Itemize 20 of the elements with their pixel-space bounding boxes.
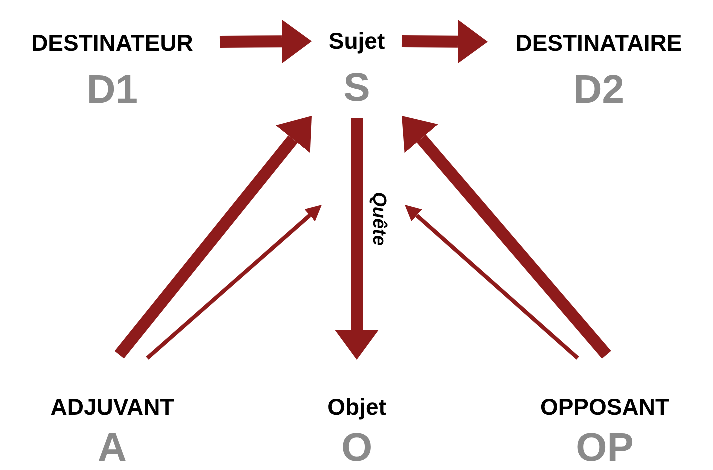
role-label: Sujet	[328, 28, 386, 54]
arrow	[220, 20, 312, 64]
arrow	[146, 205, 322, 360]
role-symbol: A	[98, 428, 127, 468]
arrow	[114, 116, 312, 359]
role-symbol: D2	[573, 70, 625, 110]
arrow	[405, 205, 580, 360]
role-symbol: OP	[576, 428, 634, 468]
role-symbol: O	[341, 428, 373, 468]
role-symbol: S	[344, 68, 370, 108]
role-label: ADJUVANT	[50, 394, 174, 420]
arrow	[402, 116, 612, 359]
role-label: DESTINATEUR	[32, 30, 194, 56]
arrow	[402, 20, 488, 64]
edge-label: Quête	[370, 192, 388, 246]
arrow	[335, 118, 379, 360]
role-symbol: D1	[86, 70, 138, 110]
role-label: OPPOSANT	[540, 394, 670, 420]
role-label: Objet	[328, 394, 386, 420]
role-label: DESTINATAIRE	[516, 30, 682, 56]
